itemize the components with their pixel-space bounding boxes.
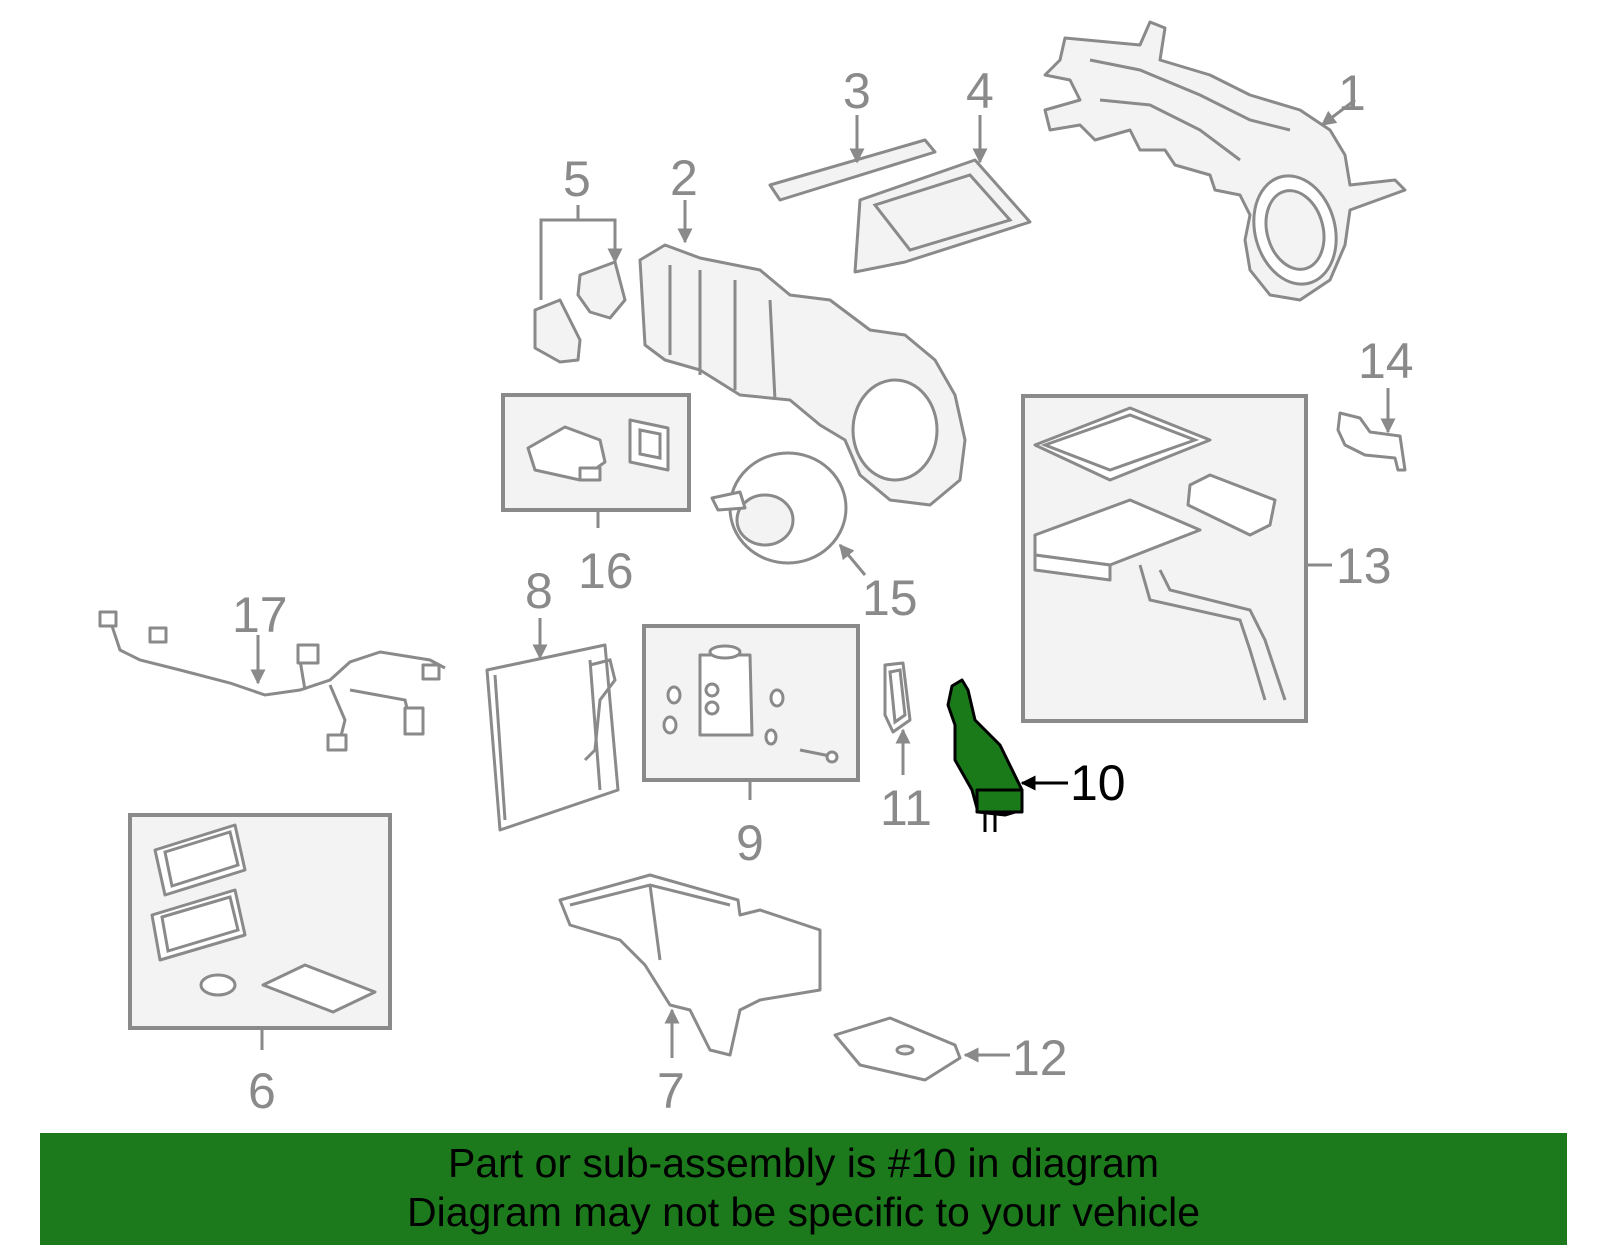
part-7-floor-duct[interactable] xyxy=(558,873,822,1057)
part-10-tube-highlighted[interactable] xyxy=(946,678,1024,832)
part-13-heater-core-kit[interactable] xyxy=(1021,394,1308,723)
part-9-expansion-valve-kit[interactable] xyxy=(642,624,860,782)
label-14: 14 xyxy=(1358,333,1414,389)
label-3: 3 xyxy=(843,63,871,119)
label-9: 9 xyxy=(736,815,764,871)
part-11-seal[interactable] xyxy=(883,661,912,734)
label-10: 10 xyxy=(1070,755,1126,811)
label-8: 8 xyxy=(525,563,553,619)
label-2: 2 xyxy=(670,150,698,206)
part-4-tray[interactable] xyxy=(853,158,1032,274)
label-5: 5 xyxy=(563,151,591,207)
part-8-evaporator[interactable] xyxy=(485,643,620,832)
info-banner: Part or sub-assembly is #10 in diagram D… xyxy=(40,1133,1567,1245)
label-11: 11 xyxy=(880,780,932,836)
part-12-bracket[interactable] xyxy=(833,1016,962,1082)
part-16-kit[interactable] xyxy=(501,393,691,512)
label-13: 13 xyxy=(1336,538,1392,594)
label-7: 7 xyxy=(657,1063,685,1119)
part-15-blower-motor[interactable] xyxy=(710,451,848,565)
label-16: 16 xyxy=(578,543,634,599)
leader-15 xyxy=(838,543,867,576)
part-6-seal-kit[interactable] xyxy=(128,813,392,1030)
label-15: 15 xyxy=(862,570,918,626)
label-1: 1 xyxy=(1338,65,1366,121)
label-6: 6 xyxy=(248,1063,276,1119)
part-3-seal[interactable] xyxy=(768,138,937,202)
label-17: 17 xyxy=(232,587,288,643)
part-17-wiring-harness[interactable] xyxy=(98,610,446,752)
label-12: 12 xyxy=(1012,1030,1068,1086)
banner-line-2: Diagram may not be specific to your vehi… xyxy=(406,1189,1200,1235)
leader-1 xyxy=(1320,98,1356,127)
part-14-bracket[interactable] xyxy=(1336,411,1407,472)
part-2-blower-case[interactable] xyxy=(638,243,967,507)
part-1-duct-housing[interactable] xyxy=(1043,20,1407,302)
label-4: 4 xyxy=(966,63,994,119)
part-5-actuators[interactable] xyxy=(533,260,627,364)
banner-line-1: Part or sub-assembly is #10 in diagram xyxy=(448,1140,1159,1186)
